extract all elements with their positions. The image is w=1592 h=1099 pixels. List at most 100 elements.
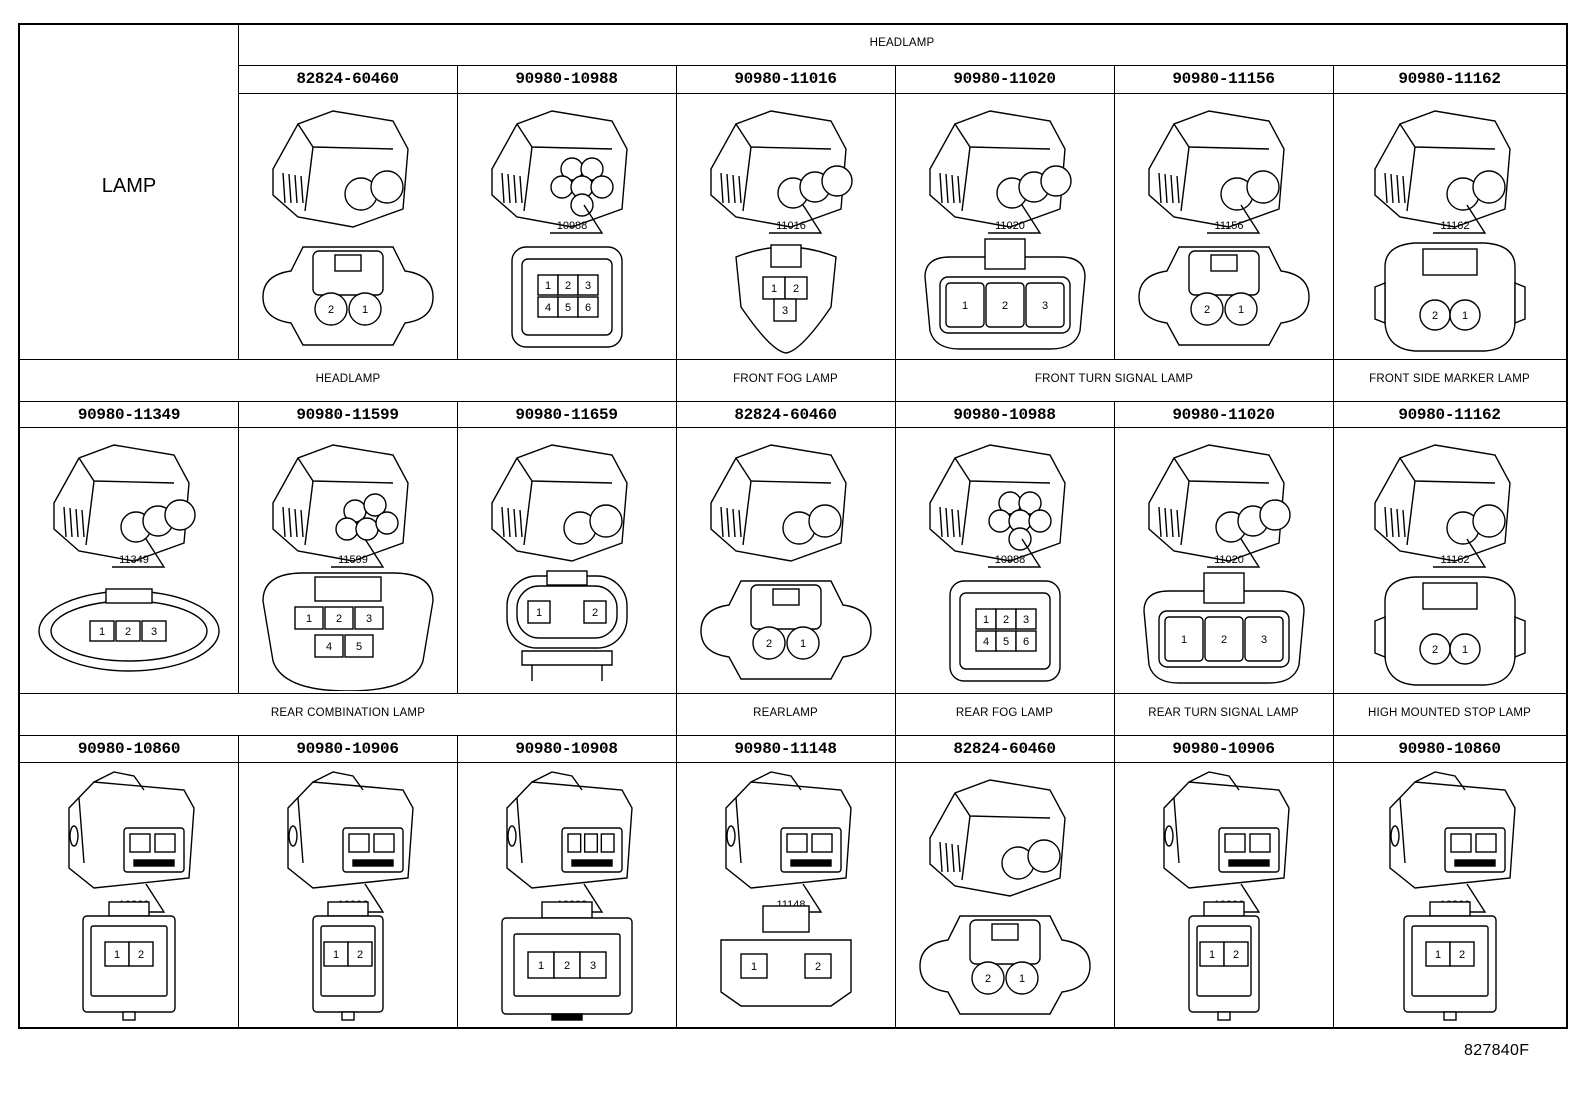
grid-line: [20, 762, 1566, 763]
svg-text:1: 1: [770, 283, 776, 295]
svg-text:2: 2: [564, 280, 570, 292]
svg-text:1: 1: [332, 949, 338, 961]
svg-text:10988: 10988: [994, 554, 1025, 566]
svg-text:1: 1: [1434, 949, 1440, 961]
svg-text:1: 1: [305, 613, 311, 625]
connector-drawing: 11349 1 2 3: [38, 444, 220, 672]
svg-text:1: 1: [114, 949, 120, 961]
part-number: 90980-10906: [296, 740, 399, 758]
part-number: 90980-11349: [77, 406, 181, 424]
connector-body-view: 11020: [928, 110, 1072, 234]
connector-body-view: 10988: [490, 110, 628, 234]
svg-text:2: 2: [1002, 614, 1008, 626]
connector-body-view: 11162: [1373, 444, 1511, 568]
svg-text:2: 2: [814, 961, 820, 973]
grid-line: [20, 359, 1566, 360]
svg-text:1: 1: [961, 300, 967, 312]
group-label: HEADLAMP: [869, 37, 935, 49]
part-number: 90980-11020: [953, 70, 1056, 88]
svg-text:1: 1: [1461, 644, 1467, 656]
grid-line: [238, 65, 1566, 66]
part-number: 82824-60460: [953, 740, 1056, 758]
part-number: 90980-10860: [1398, 740, 1501, 758]
svg-text:1: 1: [1180, 634, 1186, 646]
svg-text:1: 1: [799, 638, 805, 650]
part-number: 90980-10988: [953, 406, 1056, 424]
svg-text:1: 1: [1237, 304, 1243, 316]
connector-body-view: 10988: [928, 444, 1066, 568]
svg-text:6: 6: [1022, 636, 1028, 648]
svg-text:2: 2: [1220, 634, 1226, 646]
connector-illustration: 11349 1 2 3: [24, 429, 234, 691]
connector-body-view: 11016: [709, 110, 853, 234]
svg-text:1: 1: [99, 626, 105, 638]
part-number: 90980-10908: [515, 740, 618, 758]
grid-line: [457, 401, 458, 693]
connector-body-view: 11599: [271, 444, 409, 568]
part-number: 90980-10988: [515, 70, 618, 88]
grid-line: [676, 401, 677, 693]
connector-face-view: 1 2 3: [38, 588, 220, 672]
svg-text:11020: 11020: [995, 220, 1025, 232]
connector-body-view: 11020: [1147, 444, 1291, 568]
group-label: HIGH MOUNTED STOP LAMP: [1367, 707, 1532, 719]
group-label: REAR FOG LAMP: [955, 707, 1054, 719]
group-label: REARLAMP: [753, 707, 818, 719]
svg-text:2: 2: [138, 949, 144, 961]
svg-text:2: 2: [125, 626, 131, 638]
part-number: 82824-60460: [734, 406, 837, 424]
connector-body-view: [271, 110, 409, 228]
svg-text:3: 3: [584, 280, 590, 292]
part-number: 90980-11659: [515, 406, 618, 424]
grid-line: [457, 735, 458, 1027]
svg-text:11016: 11016: [776, 220, 806, 232]
svg-text:1: 1: [361, 304, 367, 316]
grid-line: [238, 93, 1566, 94]
group-label: FRONT TURN SIGNAL LAMP: [1034, 373, 1194, 385]
svg-text:10988: 10988: [556, 220, 587, 232]
svg-text:2: 2: [335, 613, 341, 625]
svg-text:11599: 11599: [338, 554, 368, 566]
connector-body-view: 11349: [53, 444, 196, 568]
svg-text:3: 3: [151, 626, 157, 638]
part-number: 90980-11020: [1172, 406, 1275, 424]
grid-line: [20, 427, 1566, 428]
svg-text:4: 4: [325, 641, 331, 653]
svg-text:1: 1: [982, 614, 988, 626]
part-number: 90980-11162: [1398, 406, 1501, 424]
svg-text:3: 3: [1041, 300, 1047, 312]
group-label: FRONT FOG LAMP: [733, 373, 838, 385]
connector-body-view: 11162: [1373, 110, 1511, 234]
svg-text:3: 3: [781, 305, 787, 317]
svg-text:11162: 11162: [1440, 554, 1469, 566]
group-label: HEADLAMP: [315, 373, 381, 385]
svg-text:2: 2: [356, 949, 362, 961]
svg-text:11156: 11156: [1214, 220, 1243, 232]
group-label: REAR TURN SIGNAL LAMP: [1148, 707, 1299, 719]
svg-text:2: 2: [591, 607, 597, 619]
svg-text:2: 2: [792, 283, 798, 295]
svg-text:1: 1: [1208, 949, 1214, 961]
